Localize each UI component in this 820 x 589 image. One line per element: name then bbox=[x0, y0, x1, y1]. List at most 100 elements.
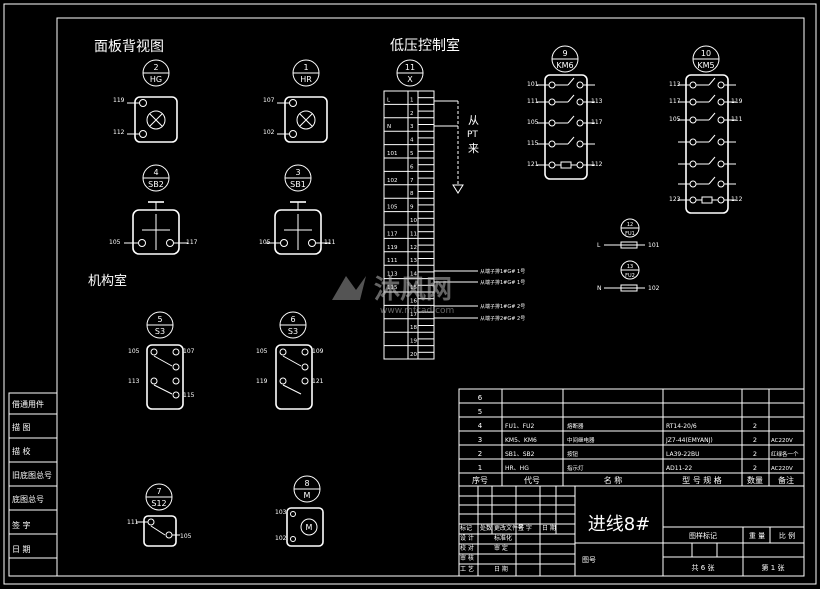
svg-text:S3: S3 bbox=[155, 327, 165, 336]
svg-text:9: 9 bbox=[562, 49, 567, 58]
watermark: 沐风网 www.mfcad.com bbox=[332, 275, 454, 316]
svg-text:121: 121 bbox=[312, 378, 324, 385]
contact-blade bbox=[708, 77, 716, 86]
svg-text:HR: HR bbox=[300, 75, 312, 84]
svg-text:序号: 序号 bbox=[472, 475, 488, 485]
contact-blade bbox=[708, 156, 716, 165]
bom-spec: AD11-22 bbox=[666, 465, 692, 472]
contact-terminal bbox=[689, 98, 697, 106]
svg-text:L: L bbox=[597, 242, 601, 249]
bom-no: 5 bbox=[478, 408, 482, 416]
drawing-title: 进线8# bbox=[588, 514, 651, 535]
bom-name: 中间继电器 bbox=[567, 436, 595, 444]
side-stamp-1: 描 图 bbox=[12, 422, 31, 432]
svg-text:从端子排1#G# 1号: 从端子排1#G# 1号 bbox=[480, 268, 525, 275]
motor-m: 8 M M 103 102 bbox=[275, 475, 324, 547]
svg-text:www.mfcad.com: www.mfcad.com bbox=[380, 306, 454, 316]
svg-text:112: 112 bbox=[731, 196, 743, 203]
contact-terminal bbox=[689, 180, 697, 188]
svg-text:图样标记: 图样标记 bbox=[689, 531, 717, 540]
terminal-number: 7 bbox=[410, 178, 414, 184]
terminal-number: 11 bbox=[410, 231, 417, 237]
svg-text:KM5: KM5 bbox=[697, 61, 714, 70]
title-block: 进线8# 图号 图样标记 重 量 比 例 共 6 张 第 1 张 标记处数更改文… bbox=[458, 485, 805, 577]
svg-text:3: 3 bbox=[295, 168, 300, 177]
svg-text:沐风网: 沐风网 bbox=[374, 275, 452, 305]
svg-text:从端子排1#G# 1号: 从端子排1#G# 1号 bbox=[480, 279, 525, 286]
bom-note: AC220V bbox=[771, 438, 793, 444]
svg-text:M: M bbox=[304, 491, 311, 500]
relay-coil bbox=[560, 161, 572, 169]
bom-spec: RT14-20/6 bbox=[666, 423, 697, 430]
svg-text:X: X bbox=[407, 75, 413, 84]
switch-s3-a: 5 S3 105 113 107 115 bbox=[128, 311, 195, 410]
terminal-number: 8 bbox=[410, 191, 414, 197]
bom-qty: 2 bbox=[753, 464, 757, 472]
svg-text:121: 121 bbox=[527, 161, 539, 168]
bom-code: HR、HG bbox=[505, 465, 529, 472]
terminal-number: 4 bbox=[410, 138, 414, 144]
bom-spec: JZ7-44(EMYANJ) bbox=[665, 437, 713, 444]
contact-terminal bbox=[576, 81, 584, 89]
contact-terminal bbox=[717, 116, 725, 124]
svg-text:从: 从 bbox=[468, 114, 479, 127]
contact-terminal bbox=[576, 140, 584, 148]
title-block-cell: 工 艺 bbox=[460, 565, 474, 573]
svg-text:N: N bbox=[597, 285, 602, 292]
svg-text:113: 113 bbox=[128, 378, 140, 385]
terminal-number: 17 bbox=[410, 312, 417, 318]
side-stamp-2: 描 校 bbox=[12, 446, 31, 456]
terminal-number: 19 bbox=[410, 339, 417, 345]
svg-text:111: 111 bbox=[324, 239, 336, 246]
bom-note: 红绿各一个 bbox=[771, 450, 799, 458]
terminal-number: 13 bbox=[410, 258, 417, 264]
terminal-number: 6 bbox=[410, 164, 414, 170]
terminal-number: 14 bbox=[410, 272, 417, 278]
bom-no: 1 bbox=[478, 464, 482, 472]
svg-text:S3: S3 bbox=[288, 327, 298, 336]
switch-s3-b: 6 S3 105 119 109 121 bbox=[256, 311, 324, 410]
fuse-fu1: 12 FU1 L 101 bbox=[597, 218, 660, 249]
svg-text:名 称: 名 称 bbox=[604, 475, 623, 485]
svg-text:PT: PT bbox=[467, 130, 478, 140]
title-block-cell: 标准化 bbox=[494, 534, 512, 542]
svg-text:117: 117 bbox=[591, 119, 603, 126]
contact-terminal bbox=[548, 140, 556, 148]
bom-code: SB1、SB2 bbox=[505, 451, 535, 458]
contact-blade bbox=[567, 136, 575, 145]
svg-text:113: 113 bbox=[591, 98, 603, 105]
contact-terminal bbox=[689, 81, 697, 89]
svg-text:来: 来 bbox=[468, 142, 479, 155]
terminal-label: N bbox=[387, 124, 391, 130]
title-block-cell: 日 期 bbox=[542, 524, 556, 532]
bom-note: AC220V bbox=[771, 466, 793, 472]
bom-name: 熔断器 bbox=[567, 422, 584, 430]
bom-no: 2 bbox=[478, 450, 482, 458]
terminal-number: 5 bbox=[410, 151, 414, 157]
terminal-label: 111 bbox=[387, 258, 398, 264]
svg-text:型 号 规 格: 型 号 规 格 bbox=[682, 475, 722, 485]
terminal-label: 119 bbox=[387, 245, 398, 251]
svg-text:105: 105 bbox=[669, 116, 681, 123]
hg-wire-top: 119 bbox=[113, 97, 125, 104]
svg-text:119: 119 bbox=[731, 98, 743, 105]
contact-terminal bbox=[576, 98, 584, 106]
svg-text:115: 115 bbox=[183, 392, 195, 399]
svg-text:4: 4 bbox=[153, 168, 158, 177]
title-block-cell: 审 定 bbox=[494, 544, 508, 552]
svg-text:共 6 张: 共 6 张 bbox=[692, 563, 715, 572]
terminal-label: 102 bbox=[387, 178, 398, 184]
svg-text:13: 13 bbox=[627, 264, 633, 270]
terminal-number: 15 bbox=[410, 285, 417, 291]
contact-terminal bbox=[689, 196, 697, 204]
bom-qty: 2 bbox=[753, 450, 757, 458]
contact-terminal bbox=[689, 116, 697, 124]
watermark-logo-icon bbox=[332, 276, 366, 300]
svg-text:105: 105 bbox=[128, 348, 140, 355]
svg-text:备注: 备注 bbox=[778, 475, 794, 485]
svg-text:10: 10 bbox=[701, 49, 711, 58]
svg-text:FU2: FU2 bbox=[625, 273, 635, 279]
terminal-label: 113 bbox=[387, 272, 398, 278]
